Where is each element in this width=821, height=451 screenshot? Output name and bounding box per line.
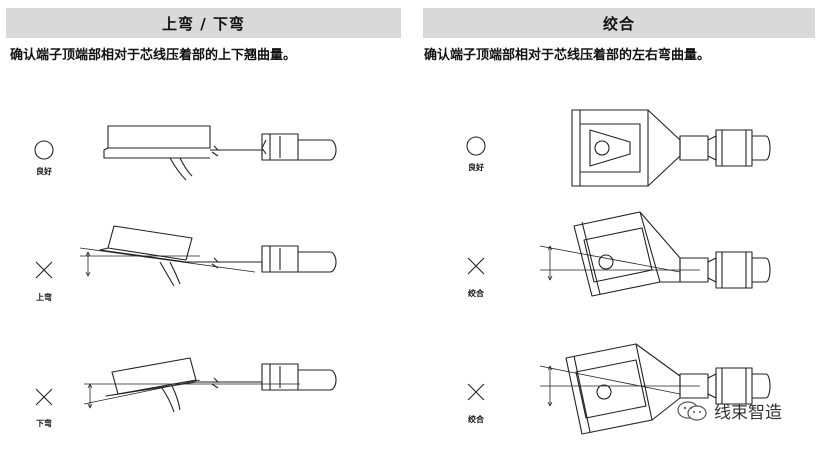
right-row3-label: 绞合 xyxy=(468,415,484,424)
terminal-side-bent-down xyxy=(83,357,337,413)
right-row1-label: 良好 xyxy=(468,163,484,172)
left-description: 确认端子顶端部相对于芯线压着部的上下翘曲量。 xyxy=(10,48,297,63)
terminal-top-twisted-2 xyxy=(539,343,771,435)
wechat-icon xyxy=(677,400,707,421)
watermark: 线束智造 xyxy=(676,398,782,423)
bad-cross-icon xyxy=(35,388,53,406)
good-circle-icon xyxy=(466,136,486,156)
bad-cross-icon xyxy=(467,383,485,401)
terminal-top-twisted-1 xyxy=(539,211,771,297)
right-description: 确认端子顶端部相对于芯线压着部的左右弯曲量。 xyxy=(424,48,711,63)
terminal-top-good xyxy=(571,109,771,187)
terminal-side-bent-up xyxy=(79,225,337,287)
left-row2-label: 上弯 xyxy=(36,293,52,302)
right-header: 绞合 xyxy=(423,8,815,38)
left-row3-label: 下弯 xyxy=(36,419,52,428)
left-row1-label: 良好 xyxy=(36,167,52,176)
right-row2-label: 绞合 xyxy=(468,289,484,298)
bad-cross-icon xyxy=(35,261,53,279)
bad-cross-icon xyxy=(467,257,485,275)
left-header: 上弯 / 下弯 xyxy=(6,8,401,38)
good-circle-icon xyxy=(34,140,54,160)
watermark-text: 线束智造 xyxy=(714,403,782,423)
terminal-side-good xyxy=(103,125,337,181)
